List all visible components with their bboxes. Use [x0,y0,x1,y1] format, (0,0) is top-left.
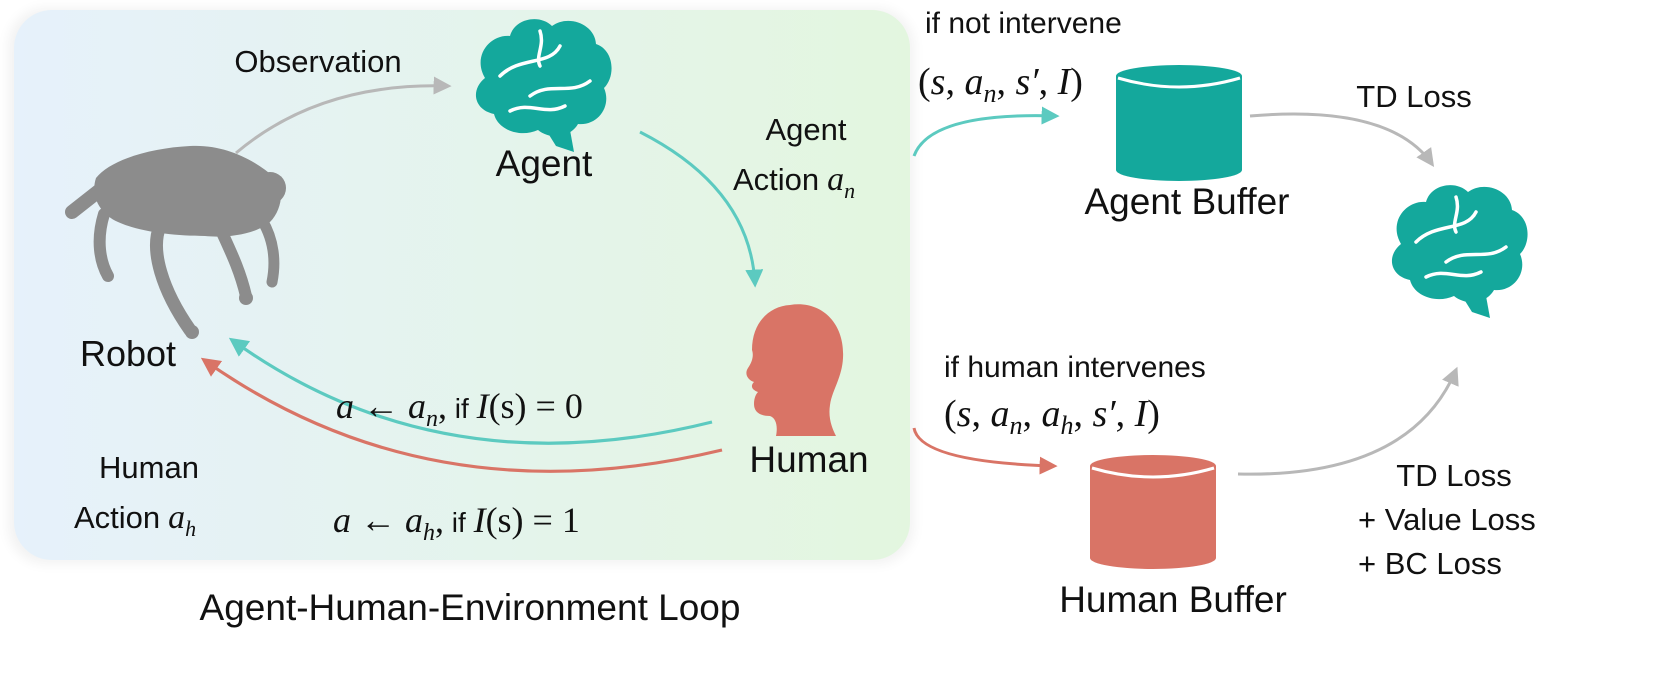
agent-loss-label: TD Loss [1356,79,1471,114]
agent-buffer-icon [1116,65,1242,181]
robot-label: Robot [80,333,176,374]
intervene-tuple: (s, an, ah, s′, I) [944,393,1160,440]
agent-loss-arrow [1249,112,1435,167]
observation-label: Observation [234,44,401,79]
agent-brain-icon [475,19,612,152]
human-action-label: Human [99,450,199,485]
loop-panel [14,10,910,560]
human-buffer-icon [1090,455,1216,569]
agent-return-arrow [228,337,713,445]
not-intervene-tuple: (s, an, s′, I) [918,61,1083,108]
loop-title: Agent-Human-Environment Loop [200,587,741,628]
observation-arrow [235,76,452,155]
human-rule-text: a ← ah, if I(s) = 1 [333,500,580,546]
intervene-label: if human intervenes [944,351,1206,384]
agent-rule-text: a ← an, if I(s) = 0 [336,386,583,432]
human-loss-line1: TD Loss [1396,458,1511,493]
to-human-buffer-arrow [912,427,1058,475]
human-return-arrow [200,357,723,473]
quadruped-robot-icon [65,145,286,339]
human-loss-arrow [1237,366,1459,476]
not-intervene-label: if not intervene [925,7,1122,40]
human-loss-line2: + Value Loss [1358,502,1536,537]
human-label: Human [749,439,868,480]
human-buffer-label: Human Buffer [1059,579,1287,620]
agent-action-label: Agent [765,112,846,147]
agent-action-arrow [639,130,764,288]
human-head-icon [746,304,844,436]
agent-buffer-label: Agent Buffer [1084,181,1289,222]
policy-brain-icon [1391,185,1528,318]
human-loss-line3: + BC Loss [1358,546,1502,581]
to-agent-buffer-arrow [912,106,1060,157]
agent-label: Agent [496,143,593,184]
